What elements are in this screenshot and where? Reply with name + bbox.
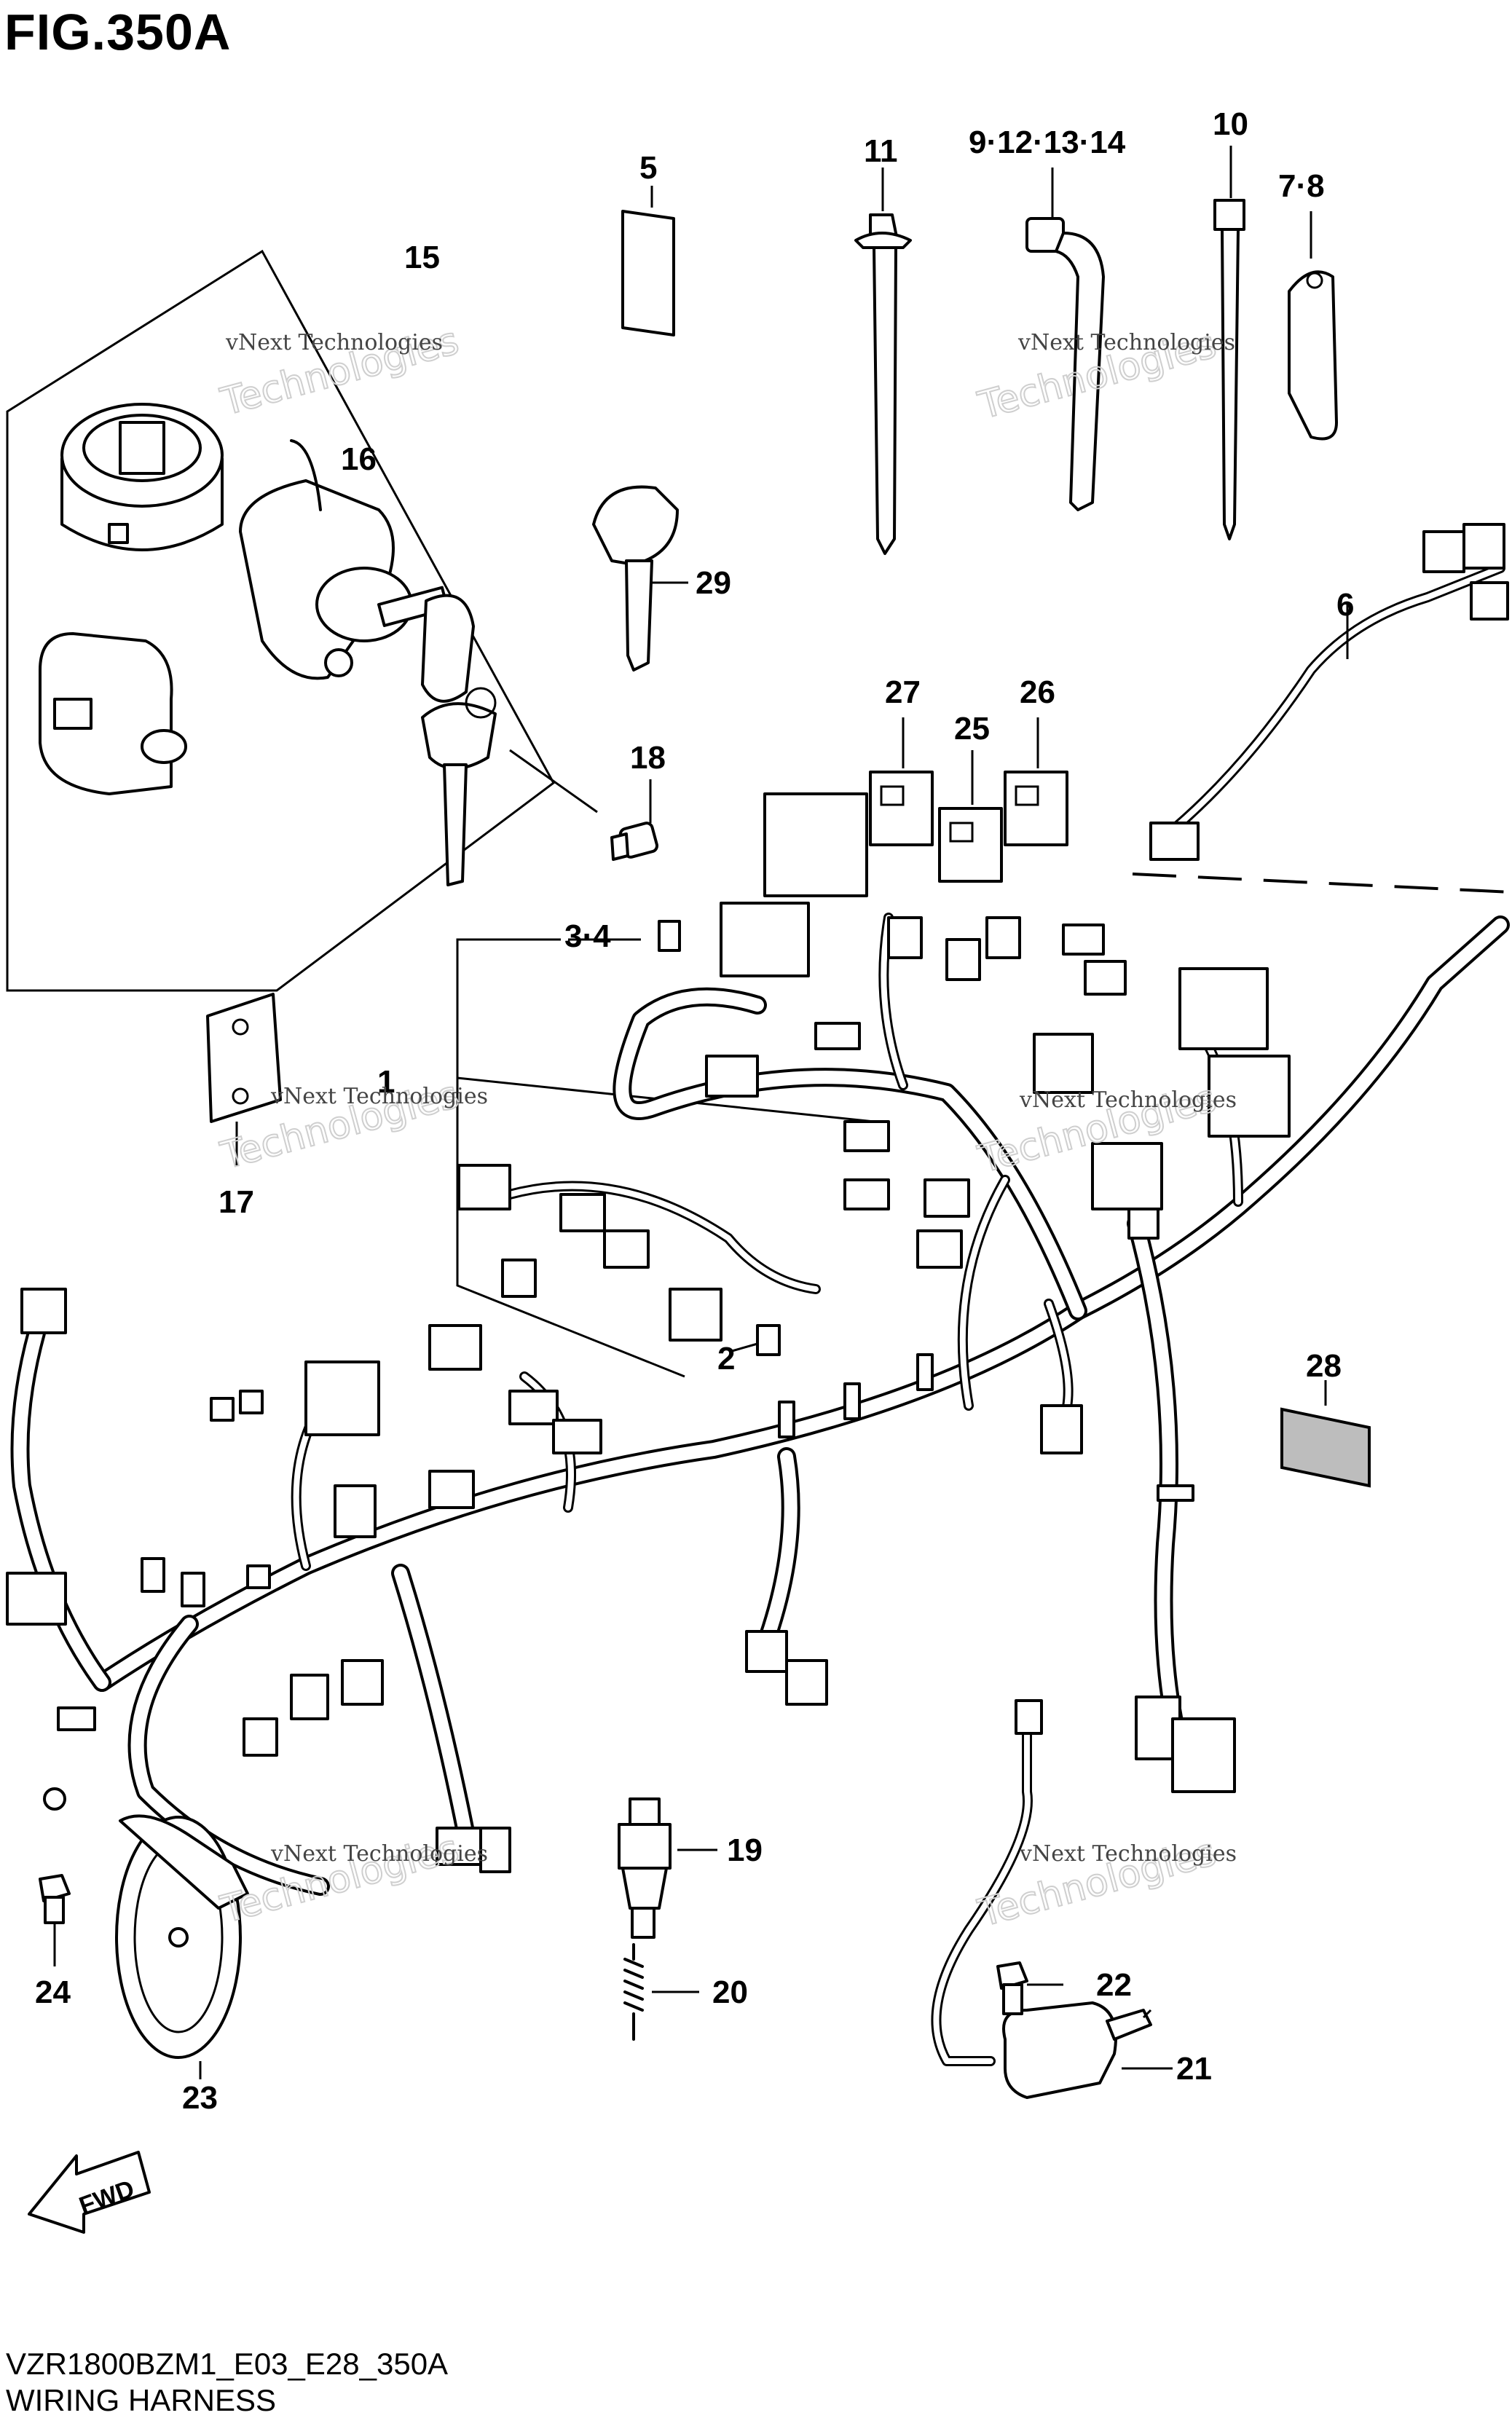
callout-3-4: 3·4 xyxy=(564,918,611,954)
ignition-switch-part xyxy=(239,439,475,703)
callout-6: 6 xyxy=(1336,587,1354,623)
callout-9-12-13-14: 9·12·13·14 xyxy=(969,125,1126,160)
watermark-small-2: vNext Technologies xyxy=(1017,330,1235,355)
callout-5: 5 xyxy=(639,150,657,186)
callout-11: 11 xyxy=(864,133,898,169)
callout-2: 2 xyxy=(717,1341,735,1377)
callout-16: 16 xyxy=(341,441,377,477)
separator-dashed-line xyxy=(1132,873,1512,894)
callout-numbers: 5 11 9·12·13·14 10 7·8 15 16 29 6 18 27 … xyxy=(35,106,1354,2116)
key-part xyxy=(421,687,497,886)
figure-title: FIG.350A xyxy=(4,4,232,60)
bolt-part-22 xyxy=(996,1961,1063,2015)
relay-part-27 xyxy=(869,717,934,846)
callout-22: 22 xyxy=(1096,1967,1132,2003)
callout-7-8: 7·8 xyxy=(1278,168,1325,204)
callout-26: 26 xyxy=(1020,674,1055,710)
clamp-part-9-12-13-14 xyxy=(1025,168,1105,511)
relay-part-25 xyxy=(938,750,1003,883)
callout-21: 21 xyxy=(1176,2051,1212,2087)
screw-part-18 xyxy=(610,779,659,861)
callout-10: 10 xyxy=(1213,106,1248,142)
callout-1: 1 xyxy=(377,1064,395,1100)
callout-18: 18 xyxy=(630,740,666,776)
callout-25: 25 xyxy=(954,711,990,747)
bolt-part-24 xyxy=(39,1874,71,1966)
seat-lock-part xyxy=(39,632,187,795)
figure-caption: WIRING HARNESS xyxy=(6,2383,277,2417)
lock-set-cap-part xyxy=(60,403,224,551)
holder-part-7-8 xyxy=(1288,211,1338,441)
callout-23: 23 xyxy=(182,2080,218,2116)
label-part-5 xyxy=(621,186,675,336)
watermark-small-5: vNext Technologies xyxy=(270,1841,488,1867)
callout-24: 24 xyxy=(35,1974,71,2010)
model-code: VZR1800BZM1_E03_E28_350A xyxy=(6,2347,449,2381)
watermark-small-3: vNext Technologies xyxy=(270,1084,488,1109)
connector-part-2 xyxy=(731,1324,781,1356)
tie-part-10 xyxy=(1213,146,1245,540)
label-part-28 xyxy=(1280,1380,1371,1488)
ignition-switch-kit-box xyxy=(6,249,598,992)
clamp-part-11 xyxy=(854,168,912,555)
switch-part-19 xyxy=(618,1797,717,1939)
watermark-small-1: vNext Technologies xyxy=(225,330,443,355)
relay-part-26 xyxy=(1004,717,1068,846)
callout-28: 28 xyxy=(1306,1348,1342,1384)
main-wiring-harness xyxy=(6,792,1510,1896)
sensor-part-21 xyxy=(931,1699,1173,2099)
bracket-part-17 xyxy=(206,993,282,1165)
fwd-arrow-icon: FWD xyxy=(28,2151,151,2234)
callout-27: 27 xyxy=(885,674,921,710)
watermark-small-4: vNext Technologies xyxy=(1019,1087,1237,1113)
watermark-small-6: vNext Technologies xyxy=(1019,1841,1237,1867)
callout-15: 15 xyxy=(404,240,440,275)
key-blank-part-29 xyxy=(592,485,688,672)
callout-17: 17 xyxy=(218,1184,254,1220)
callout-20: 20 xyxy=(712,1974,748,2010)
callout-19: 19 xyxy=(727,1832,763,1868)
fuse-part-3-4 xyxy=(658,920,681,952)
callout-29: 29 xyxy=(696,565,731,601)
horn-part-23 xyxy=(115,1814,249,2079)
spring-part-20 xyxy=(623,1943,699,2041)
sub-harness-part-6 xyxy=(1149,523,1509,861)
